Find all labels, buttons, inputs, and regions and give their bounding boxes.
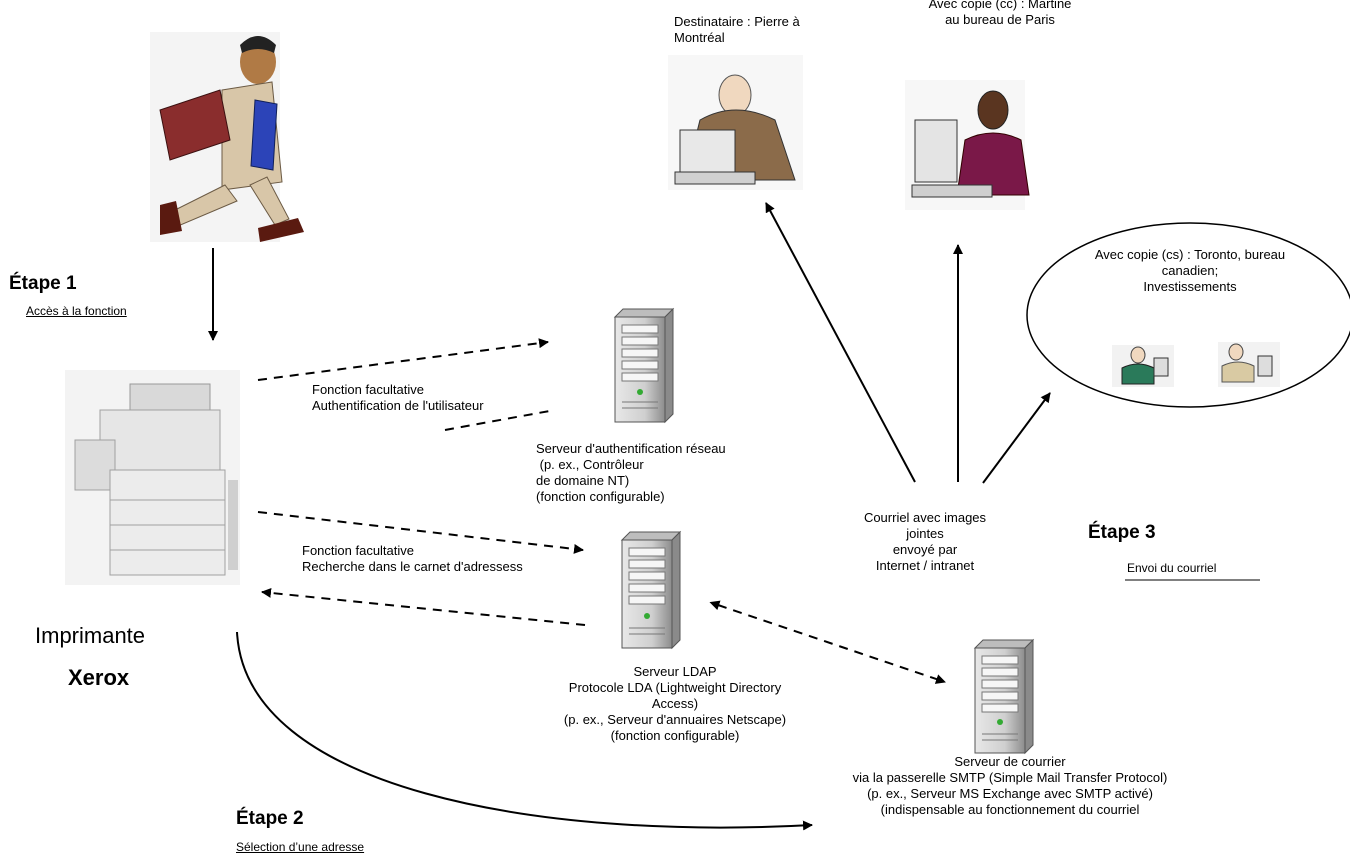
send-bcc-arrow [982, 392, 1051, 484]
auth-server-label: Serveur d'authentification réseau (p. ex… [536, 441, 726, 505]
step3-title: Étape 3 [1088, 522, 1156, 543]
lookup-request-arrow [257, 511, 584, 554]
lookup-flow-label: Fonction facultative Recherche dans le c… [302, 543, 523, 575]
ldap-server-icon [620, 530, 682, 650]
step3-subtitle: Envoi du courriel [1127, 561, 1217, 575]
mail-server-line1: Serveur de courrier [954, 754, 1066, 769]
ldap-server-line3: Access) [651, 696, 699, 711]
ldap-server-label: Serveur LDAP Protocole LDA (Lightweight … [530, 664, 820, 744]
walking-user-illustration [150, 32, 304, 242]
mail-server-line2: via la passerelle SMTP (Simple Mail Tran… [852, 770, 1168, 785]
printer-label: Imprimante [35, 623, 146, 648]
mail-server-line3: (p. ex., Serveur MS Exchange avec SMTP a… [867, 786, 1153, 801]
lookup-flow-line2: Recherche dans le carnet d'adressess [302, 559, 523, 574]
step2-title: Étape 2 [236, 808, 304, 829]
email-flow-line2: jointes [906, 526, 944, 541]
step1-subtitle: Accès à la fonction [26, 304, 127, 318]
recipient-to-label: Destinataire : Pierre à Montréal [674, 14, 800, 46]
auth-request-arrow [257, 338, 549, 381]
printer-brand: Xerox [68, 665, 130, 690]
recipient-cc-label: Avec copie (cc) : Martine au bureau de P… [905, 0, 1095, 28]
recipient-to-illustration [668, 55, 803, 190]
email-flow-label: Courriel avec images jointes envoyé par … [835, 510, 1015, 574]
auth-flow-line1: Fonction facultative [312, 382, 425, 397]
email-flow-line3: envoyé par [892, 542, 958, 557]
lookup-flow-line1: Fonction facultative [302, 543, 415, 558]
ldap-mail-sync-arrow [709, 600, 946, 684]
ldap-server-line4: (p. ex., Serveur d'annuaires Netscape) [563, 712, 787, 727]
recipient-bcc-line1: Avec copie (cs) : Toronto, bureau [1094, 247, 1286, 262]
auth-flow-line2: Authentification de l'utilisateur [312, 398, 484, 413]
ldap-server-line2: Protocole LDA (Lightweight Directory [568, 680, 782, 695]
auth-server-icon [613, 307, 675, 424]
recipient-cc-line2: au bureau de Paris [945, 12, 1055, 27]
recipient-bcc-label: Avec copie (cs) : Toronto, bureau canadi… [1055, 247, 1325, 295]
step2-subtitle: Sélection d’une adresse [236, 840, 365, 854]
step2-curve-arrow [236, 631, 813, 831]
recipient-to-line2: Montréal [674, 30, 725, 45]
ldap-server-line1: Serveur LDAP [633, 664, 717, 679]
recipient-bcc-line3: Investissements [1143, 279, 1237, 294]
auth-server-line3: de domaine NT) [536, 473, 630, 488]
lookup-response-arrow [261, 587, 586, 626]
recipient-cc-illustration [905, 80, 1030, 210]
xerox-printer-illustration [65, 370, 240, 585]
auth-server-line4: (fonction configurable) [536, 489, 665, 504]
ldap-server-line5: (fonction configurable) [610, 728, 740, 743]
email-flow-line1: Courriel avec images [863, 510, 987, 525]
mail-server-label: Serveur de courrier via la passerelle SM… [840, 754, 1180, 818]
step1-title: Étape 1 [9, 273, 77, 294]
recipient-to-line1: Destinataire : Pierre à [674, 14, 800, 29]
recipient-bcc-line2: canadien; [1161, 263, 1219, 278]
send-to-recipient-arrow [765, 202, 916, 483]
auth-flow-label: Fonction facultative Authentification de… [312, 382, 484, 414]
mail-server-icon [973, 638, 1035, 755]
bcc-recipient-1-illustration [1112, 345, 1174, 387]
mail-server-line4: (indispensable au fonctionnement du cour… [880, 802, 1140, 817]
bcc-recipient-2-illustration [1218, 342, 1280, 387]
email-flow-line4: Internet / intranet [875, 558, 975, 573]
recipient-cc-line1: Avec copie (cc) : Martine [928, 0, 1072, 11]
auth-server-line1: Serveur d'authentification réseau [536, 441, 726, 456]
auth-server-line2: (p. ex., Contrôleur [536, 457, 644, 472]
auth-return-line [444, 409, 556, 431]
